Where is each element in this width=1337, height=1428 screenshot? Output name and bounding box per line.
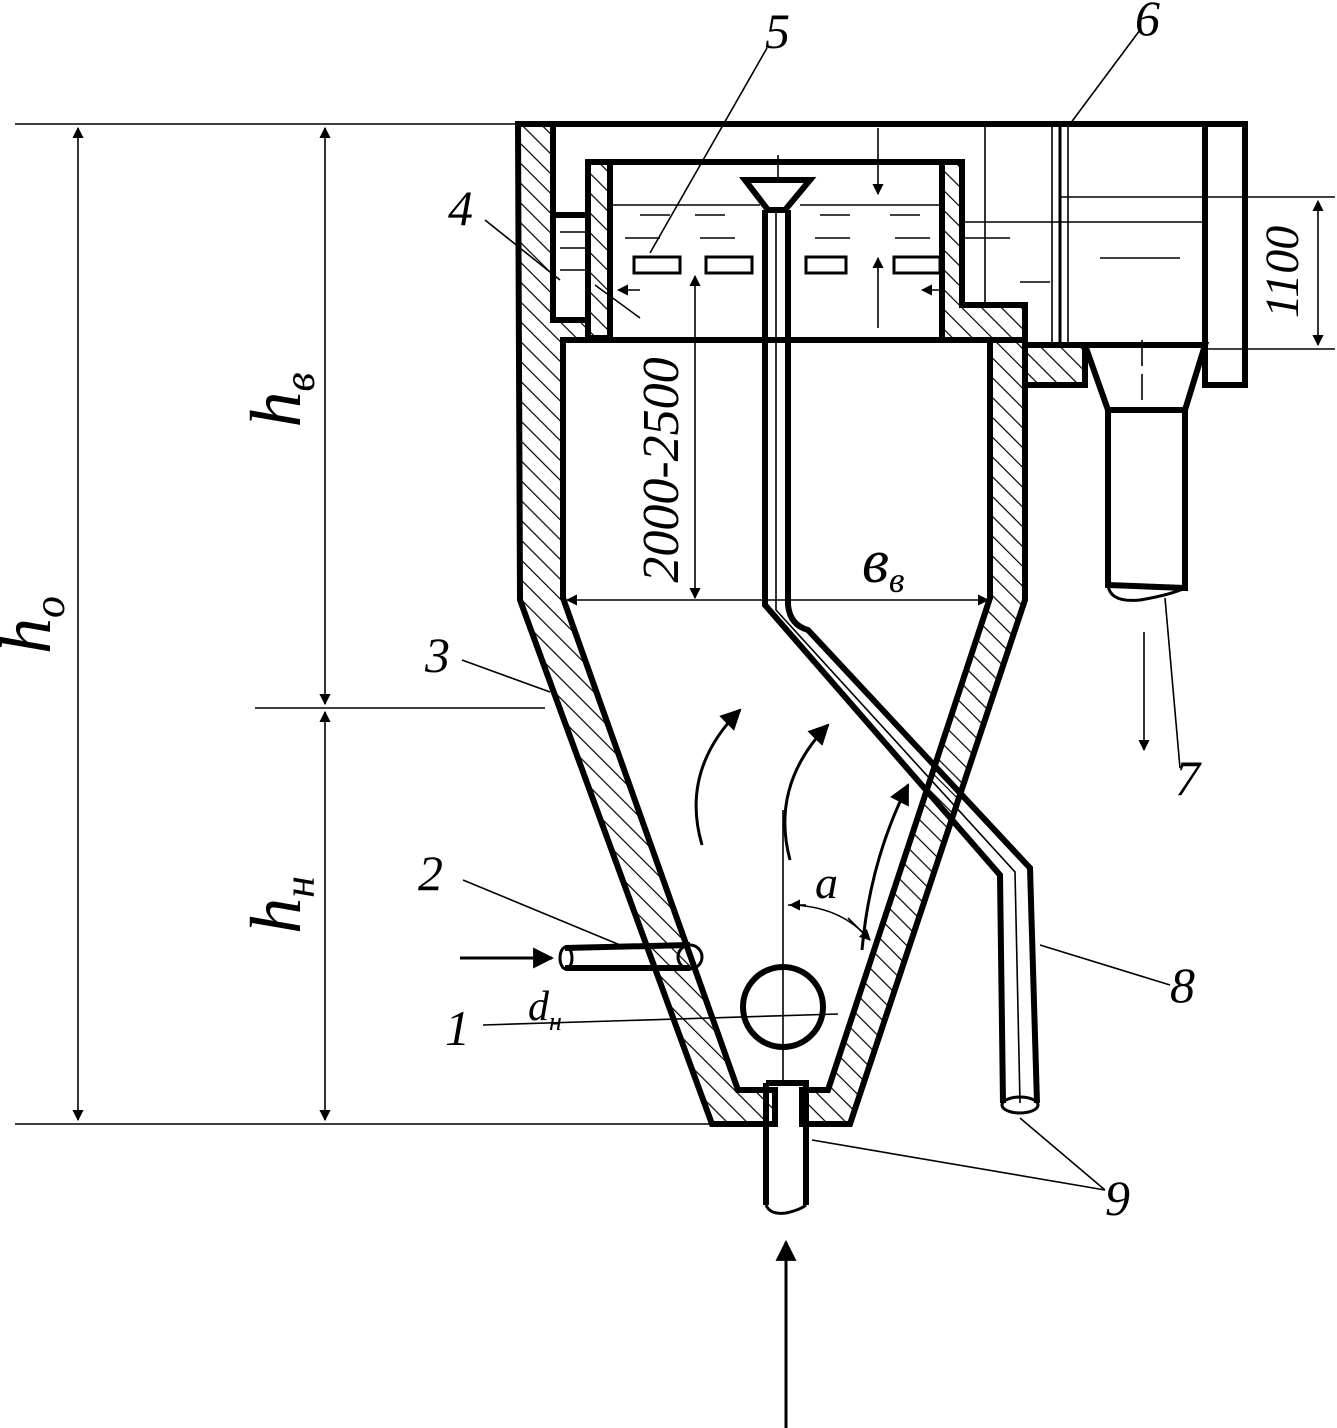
angle-label: a (815, 857, 838, 908)
label-5: 5 (765, 3, 790, 59)
label-4: 4 (448, 180, 473, 236)
perforated-slot (892, 255, 942, 275)
sludge-pipe (738, 155, 1040, 1115)
dim-h-total: ho (0, 596, 74, 654)
bottom-pipe (763, 1080, 809, 1215)
perforated-slot (704, 255, 754, 275)
dimension-lines (15, 123, 715, 1125)
labels: 1 2 3 4 5 6 7 8 9 a dн ho hв hн 2000-250… (0, 0, 1309, 1226)
perforated-slot (632, 255, 682, 275)
collector-trough (553, 128, 1028, 600)
label-8: 8 (1170, 957, 1195, 1013)
label-6: 6 (1135, 0, 1160, 46)
perforated-slot (804, 255, 848, 275)
outlet-chamber (962, 124, 1335, 752)
flow-arrows (460, 708, 910, 1428)
leader-lines (461, 29, 1181, 1191)
nozzle-diameter-label: dн (528, 984, 562, 1036)
inlet-nozzle (558, 942, 704, 971)
dim-h-upper: hв (236, 372, 324, 427)
outer-left-wall (514, 121, 778, 1127)
label-2: 2 (418, 845, 443, 901)
label-3: 3 (424, 627, 450, 683)
label-1: 1 (445, 1000, 470, 1056)
outer-right-wall (799, 337, 1028, 1127)
label-9: 9 (1105, 1170, 1130, 1226)
dim-level: 1100 (1256, 226, 1309, 318)
label-7: 7 (1175, 750, 1202, 806)
dim-immersion: 2000-2500 (633, 357, 690, 582)
dim-width-upper: вв (862, 528, 905, 600)
dim-h-lower: hн (236, 876, 324, 934)
